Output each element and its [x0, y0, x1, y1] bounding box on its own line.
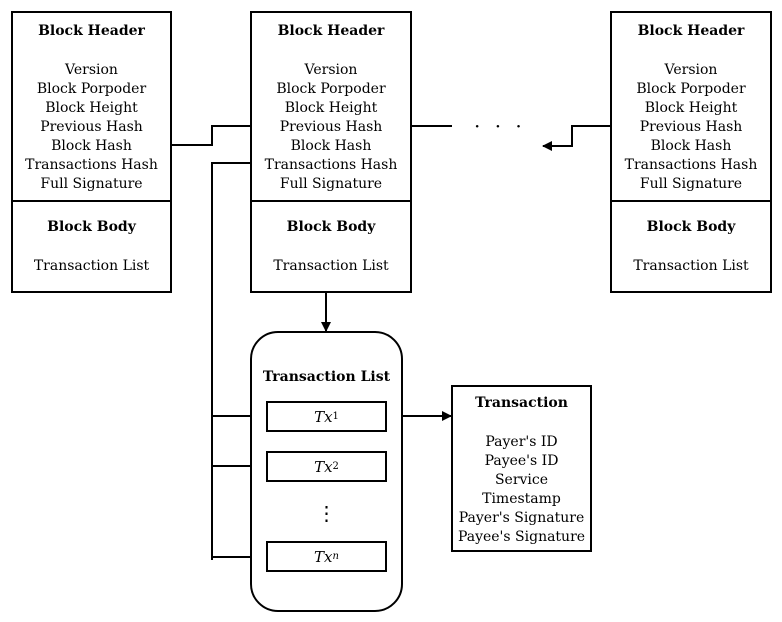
field-block-height: Block Height	[45, 100, 138, 116]
tx-item-1-base: Tx	[314, 407, 333, 426]
field-block-height: Block Height	[284, 100, 378, 116]
field-payers-signature: Payer's Signature	[458, 510, 585, 526]
field-payees-signature: Payee's Signature	[457, 529, 586, 545]
block-body-title: Block Body	[286, 219, 376, 235]
field-block-hash: Block Hash	[650, 138, 732, 154]
vertical-ellipsis: ⋮	[316, 501, 337, 525]
field-block-height: Block Height	[644, 100, 738, 116]
field-transactions-hash: Transactions Hash	[25, 157, 158, 173]
field-version: Version	[664, 62, 718, 78]
chain-ellipsis: · · ·	[474, 114, 526, 138]
field-previous-hash: Previous Hash	[40, 119, 143, 135]
field-service: Service	[494, 472, 549, 488]
tx-item-n-base: Tx	[314, 547, 333, 566]
field-block-hash: Block Hash	[290, 138, 372, 154]
block-2: Block Header Version Block Porpoder Bloc…	[250, 11, 412, 293]
block-header-title: Block Header	[38, 23, 145, 39]
header-body-divider	[13, 200, 170, 202]
block-1: Block Header Version Block Porpoder Bloc…	[11, 11, 172, 293]
block-body-title: Block Body	[47, 219, 136, 235]
block-3: Block Header Version Block Porpoder Bloc…	[610, 11, 772, 293]
field-previous-hash: Previous Hash	[279, 119, 383, 135]
transaction-title: Transaction	[475, 395, 568, 411]
field-full-signature: Full Signature	[279, 176, 383, 192]
prev-hash-arrow-block3-to-ellipsis	[542, 125, 643, 151]
transaction-box: Transaction Payer's ID Payee's ID Servic…	[451, 385, 592, 552]
block-header-title: Block Header	[277, 23, 385, 39]
tx-item-2-sub: 2	[332, 461, 339, 472]
field-transactions-hash: Transactions Hash	[264, 157, 398, 173]
field-block-hash: Block Hash	[51, 138, 132, 154]
field-block-porpoder: Block Porpoder	[276, 81, 386, 97]
field-block-porpoder: Block Porpoder	[636, 81, 746, 97]
transaction-list-title: Transaction List	[262, 369, 391, 385]
field-version: Version	[65, 62, 118, 78]
field-timestamp: Timestamp	[482, 491, 561, 507]
tx-item-1-sub: 1	[332, 411, 339, 422]
field-payers-id: Payer's ID	[485, 434, 558, 450]
field-payees-id: Payee's ID	[484, 453, 559, 469]
block-body-item: Transaction List	[273, 258, 389, 274]
block-header-title: Block Header	[637, 23, 745, 39]
field-full-signature: Full Signature	[639, 176, 743, 192]
field-previous-hash: Previous Hash	[639, 119, 743, 135]
tx-item-n-sub: n	[332, 551, 339, 562]
header-body-divider	[252, 200, 410, 202]
field-version: Version	[304, 62, 358, 78]
field-transactions-hash: Transactions Hash	[624, 157, 758, 173]
block-body-item: Transaction List	[633, 258, 749, 274]
header-body-divider	[612, 200, 770, 202]
tx-item-2-base: Tx	[314, 457, 333, 476]
block-body-item: Transaction List	[33, 258, 150, 274]
field-full-signature: Full Signature	[40, 176, 143, 192]
field-block-porpoder: Block Porpoder	[36, 81, 147, 97]
block-body-title: Block Body	[646, 219, 736, 235]
prev-hash-arrow-block2-to-block1	[134, 125, 282, 150]
